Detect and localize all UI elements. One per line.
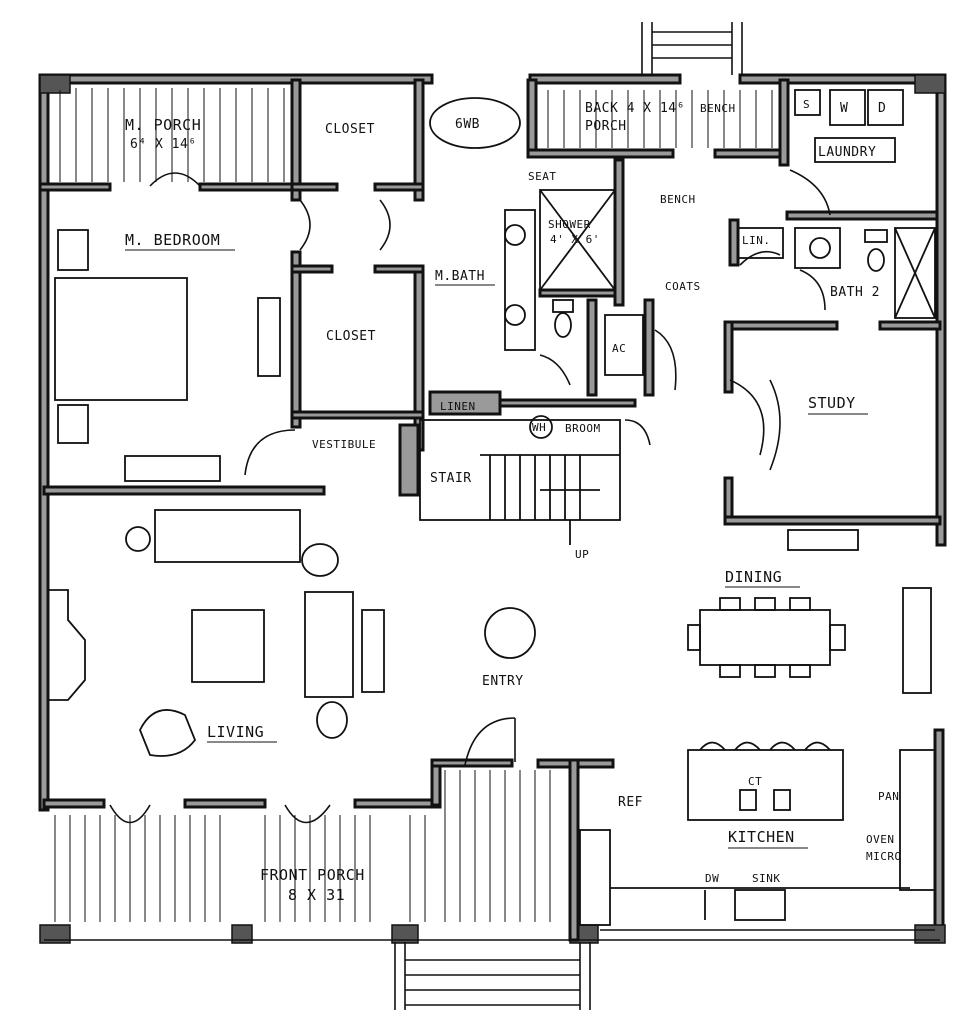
label-sink: SINK (752, 872, 781, 885)
label-shower: SHOWER (548, 218, 591, 231)
label-front-porch-size: 8 X 31 (288, 886, 345, 904)
label-laundry: LAUNDRY (818, 145, 876, 160)
label-lin: LIN. (742, 234, 771, 247)
label-back-porch: BACK 4 X 14⁶ (585, 101, 685, 116)
label-living: LIVING (207, 723, 264, 741)
label-m-bath: M.BATH (435, 269, 485, 284)
label-laundry-s: S (803, 98, 810, 111)
label-back-porch-2: PORCH (585, 119, 627, 134)
label-wh: WH (532, 421, 546, 434)
furniture (48, 89, 936, 926)
label-m-porch: M. PORCH (125, 116, 201, 134)
label-micro: MICRO (866, 850, 902, 863)
label-stair: STAIR (430, 471, 472, 486)
label-coats: COATS (665, 280, 701, 293)
label-front-porch: FRONT PORCH (260, 866, 365, 884)
room-labels: M. PORCH 6⁴ X 14⁶ CLOSET 6WB BACK 4 X 14… (125, 98, 902, 904)
label-vestibule: VESTIBULE (312, 438, 376, 451)
label-ct: CT (748, 775, 762, 788)
label-seat: SEAT (528, 170, 557, 183)
label-m-porch-size: 6⁴ X 14⁶ (130, 137, 197, 152)
label-dining: DINING (725, 568, 782, 586)
exterior-walls (38, 73, 947, 944)
label-shower-size: 4' X 6' (550, 233, 600, 246)
label-ref: REF (618, 795, 643, 810)
label-laundry-w: W (840, 101, 848, 116)
label-gwb: 6WB (455, 117, 480, 132)
label-linen: LINEN (440, 400, 476, 413)
label-closet-mid: CLOSET (326, 329, 376, 344)
label-kitchen: KITCHEN (728, 828, 795, 846)
label-study: STUDY (808, 394, 856, 412)
label-broom: BROOM (565, 422, 601, 435)
label-entry: ENTRY (482, 674, 524, 689)
interior-walls (38, 78, 942, 942)
label-m-bedroom: M. BEDROOM (125, 231, 220, 249)
label-bath2: BATH 2 (830, 285, 880, 300)
label-dw: DW (705, 872, 719, 885)
label-ac: AC (612, 342, 626, 355)
label-laundry-d: D (878, 101, 886, 116)
door-swings (109, 169, 831, 824)
porch-decking (44, 22, 940, 1010)
label-bench-top: BENCH (700, 102, 736, 115)
label-pan: PAN (878, 790, 899, 803)
label-up: UP (575, 548, 589, 561)
label-bench-mid: BENCH (660, 193, 696, 206)
label-underlines (125, 249, 868, 849)
label-oven: OVEN (866, 833, 895, 846)
label-closet-top: CLOSET (325, 122, 375, 137)
